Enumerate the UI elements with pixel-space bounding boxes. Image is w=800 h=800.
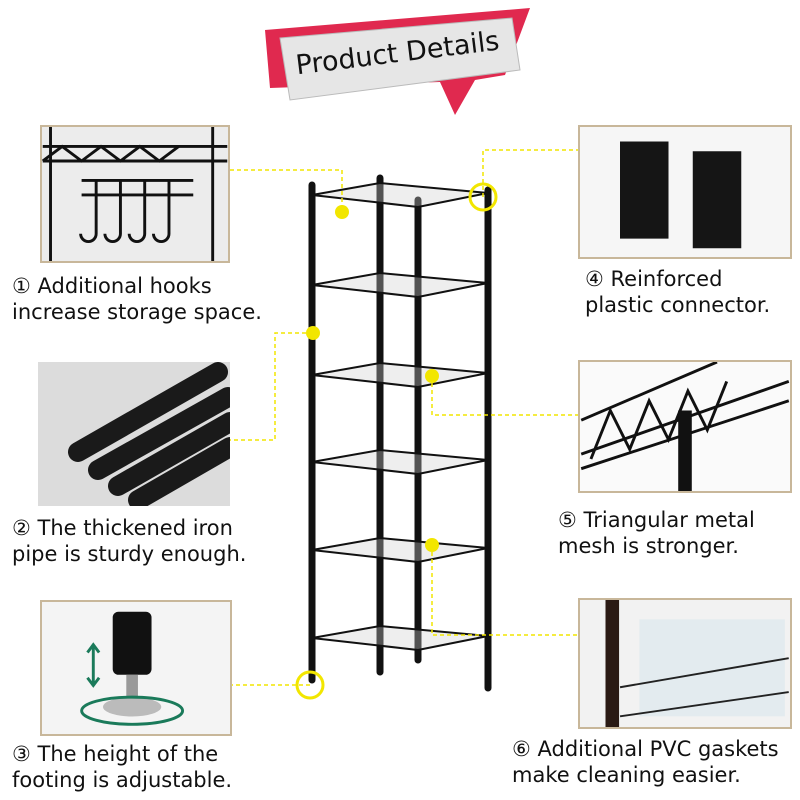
plastic-connector-photo xyxy=(578,125,792,259)
hooks-photo xyxy=(40,125,230,263)
highlight-dot xyxy=(425,369,439,383)
adjustable-foot-photo xyxy=(40,600,232,736)
highlight-dots xyxy=(306,205,439,552)
highlight-dot xyxy=(335,205,349,219)
banner-ribbon xyxy=(265,8,530,115)
highlight-dot xyxy=(306,326,320,340)
highlight-dot xyxy=(425,538,439,552)
shelf-tier xyxy=(311,361,489,389)
shelf-tier xyxy=(311,536,489,564)
shelf-tier xyxy=(311,624,489,652)
highlight-ring xyxy=(468,182,498,212)
metal-mesh-photo xyxy=(578,360,792,493)
pvc-gasket-photo xyxy=(578,598,792,729)
shelf-tier xyxy=(311,448,489,476)
iron-pipe-photo xyxy=(38,362,230,506)
leader-lines xyxy=(230,149,578,686)
highlight-ring xyxy=(295,670,325,700)
shelf-tier xyxy=(311,271,489,299)
shelf-tier xyxy=(311,181,489,209)
